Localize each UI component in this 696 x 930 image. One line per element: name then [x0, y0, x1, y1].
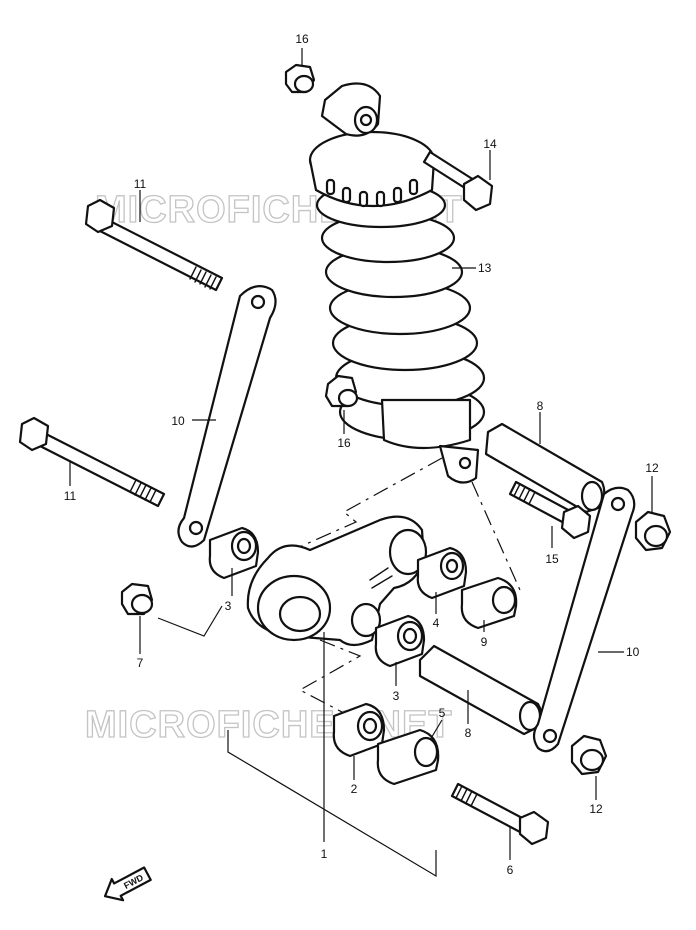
assembly-bracket [227, 730, 437, 878]
callout-9: 9 [481, 635, 488, 649]
damper-body [380, 398, 472, 450]
cushion-lever-1 [246, 515, 428, 647]
bushing-2 [332, 702, 386, 758]
callout-3-lower: 3 [393, 689, 400, 703]
callout-12-upper: 12 [645, 461, 659, 475]
callout-7: 7 [137, 656, 144, 670]
callout-12-lower: 12 [589, 802, 603, 816]
collar-3-lower [374, 614, 426, 668]
adjuster-slots [325, 178, 419, 208]
lower-clevis [438, 444, 480, 484]
link-10-left [177, 285, 277, 548]
spring-seat-band [308, 158, 436, 208]
bolt-11-lower [18, 416, 166, 508]
callout-4: 4 [433, 616, 440, 630]
callout-8-lower: 8 [465, 726, 472, 740]
nut-12-upper [634, 510, 672, 552]
callout-10-left: 10 [171, 414, 185, 428]
callout-2: 2 [351, 782, 358, 796]
callout-5: 5 [439, 706, 446, 720]
callout-1: 1 [321, 847, 328, 861]
fwd-arrow-icon: FWD [103, 866, 152, 902]
callout-13: 13 [478, 261, 492, 275]
bolt-15 [508, 480, 592, 540]
callouts: 16 14 11 13 10 16 11 8 12 15 3 7 4 9 10 … [64, 32, 659, 877]
callout-3-upper: 3 [225, 599, 232, 613]
leader-lines [69, 48, 653, 860]
bolt-11-upper [84, 198, 224, 292]
callout-10-right: 10 [626, 645, 640, 659]
callout-11-upper: 11 [134, 177, 147, 191]
bolt-6 [450, 782, 550, 846]
bolt-14 [422, 150, 494, 212]
callout-11-lower: 11 [64, 489, 77, 503]
assembly-lines [269, 457, 521, 713]
callout-6: 6 [507, 863, 514, 877]
link-10-right [532, 486, 636, 753]
callout-16-upper: 16 [295, 32, 309, 46]
nut-16-lower [324, 374, 359, 408]
shock-absorber [308, 82, 486, 484]
sleeve-9 [460, 576, 518, 630]
lower-clevis-hole [458, 456, 472, 470]
collar-3-upper [208, 526, 260, 580]
callout-16-lower: 16 [337, 436, 351, 450]
nut-16-upper [284, 63, 316, 94]
upper-eye-hole [359, 113, 373, 127]
callout-14: 14 [483, 137, 497, 151]
callout-8-upper: 8 [537, 399, 544, 413]
sleeve-5 [376, 728, 440, 786]
callout-15: 15 [545, 552, 559, 566]
bushing-4 [416, 546, 468, 600]
nut-7 [120, 582, 154, 616]
nut-12-lower [570, 734, 608, 776]
